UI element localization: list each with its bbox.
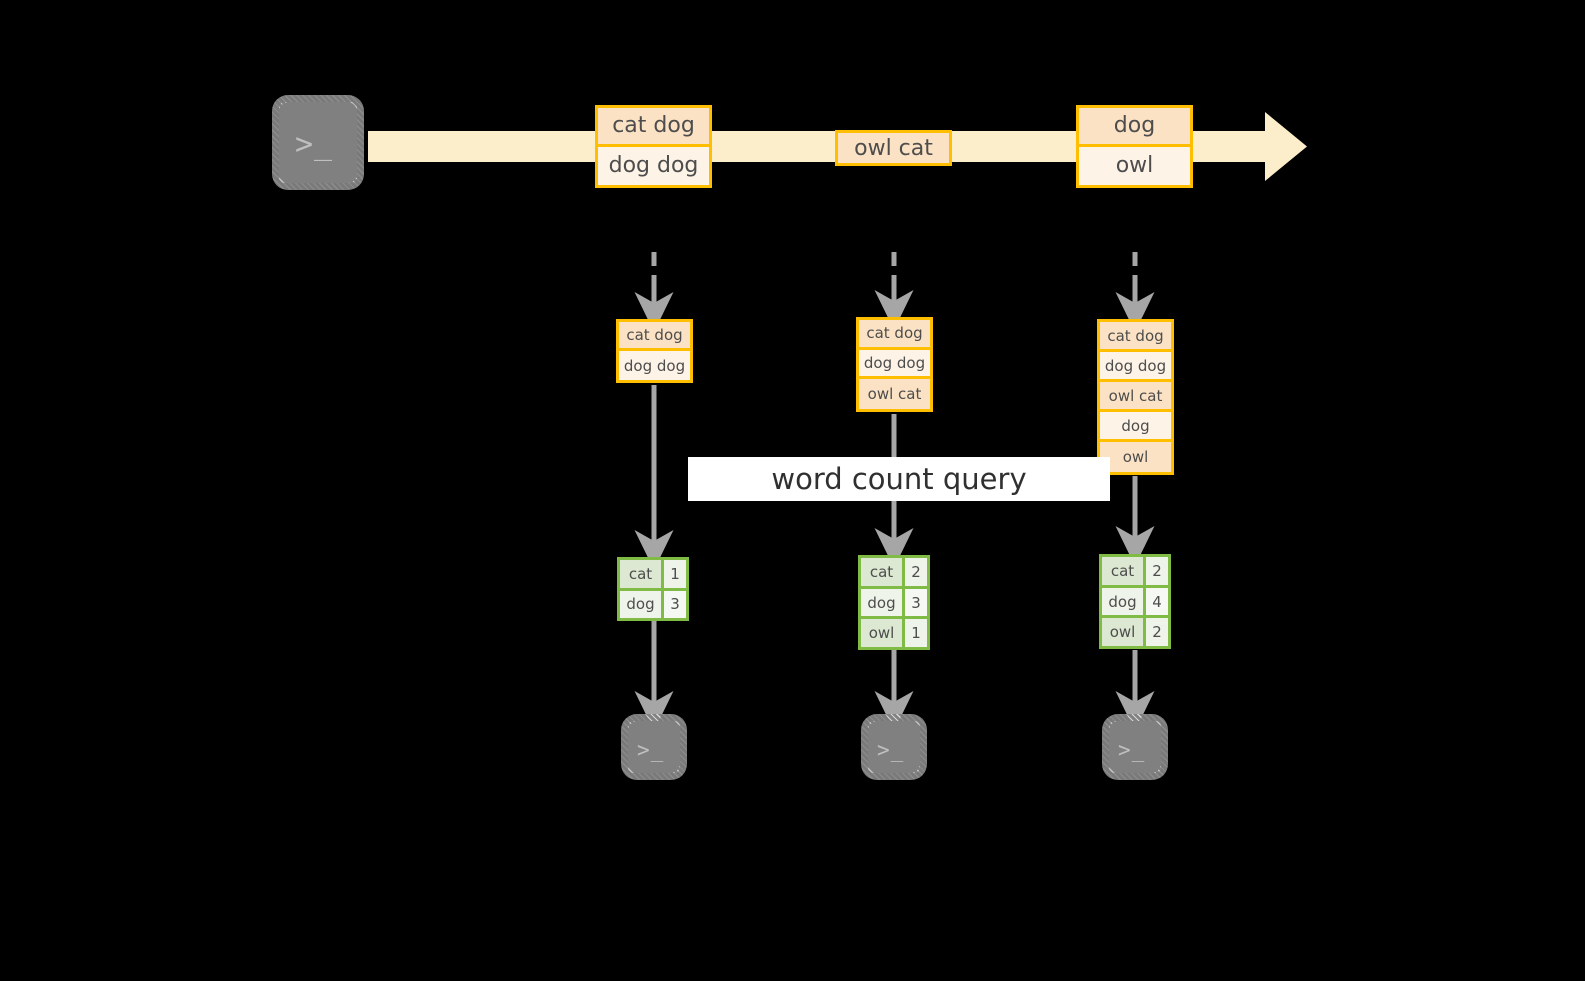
terminal-prompt-glyph: >_ — [1118, 738, 1146, 762]
column-3-sink-terminal-icon[interactable]: >_ — [1102, 714, 1168, 780]
stream-batch-2[interactable]: owl cat — [835, 130, 952, 166]
table-row: owl 2 — [1102, 618, 1168, 647]
table-row: dog 3 — [620, 590, 686, 618]
column-1-input-line-1: cat dog — [619, 322, 690, 351]
stream-batch-3[interactable]: dog owl — [1076, 105, 1193, 188]
stream-batch-3-line-1: dog — [1079, 108, 1190, 147]
column-2-result-count-1: 2 — [905, 558, 927, 586]
column-2-input-line-2: dog dog — [859, 349, 930, 380]
column-3-input-line-1: cat dog — [1100, 322, 1171, 352]
stream-batch-1[interactable]: cat dog dog dog — [595, 105, 712, 188]
column-3-input-box[interactable]: cat dog dog dog owl cat dog owl — [1097, 319, 1174, 475]
column-3-result-word-2: dog — [1102, 587, 1146, 616]
column-2-result-word-1: cat — [861, 558, 905, 586]
column-1-result-count-2: 3 — [664, 590, 686, 618]
column-1-result-count-1: 1 — [664, 560, 686, 588]
query-label-text: word count query — [771, 462, 1027, 496]
column-2-sink-terminal-icon[interactable]: >_ — [861, 714, 927, 780]
stream-batch-3-line-2: owl — [1079, 146, 1190, 185]
table-row: owl 1 — [861, 619, 927, 648]
terminal-prompt-glyph: >_ — [877, 738, 905, 762]
column-1-sink-terminal-icon[interactable]: >_ — [621, 714, 687, 780]
column-2-result-word-2: dog — [861, 588, 905, 617]
table-row: cat 2 — [861, 558, 927, 589]
column-2-result-count-2: 3 — [905, 588, 927, 617]
table-row: cat 2 — [1102, 557, 1168, 588]
column-1-result-word-1: cat — [620, 560, 664, 588]
source-terminal-icon[interactable]: >_ — [272, 95, 364, 190]
column-1-result-word-2: dog — [620, 590, 664, 618]
column-2-result-word-3: owl — [861, 619, 905, 648]
terminal-prompt-glyph: >_ — [295, 127, 334, 162]
table-row: cat 1 — [620, 560, 686, 591]
column-3-result-table[interactable]: cat 2 dog 4 owl 2 — [1099, 554, 1171, 649]
query-label-band: word count query — [688, 457, 1110, 501]
column-3-result-word-1: cat — [1102, 557, 1146, 585]
column-1-result-table[interactable]: cat 1 dog 3 — [617, 557, 689, 621]
column-3-input-line-2: dog dog — [1100, 352, 1171, 382]
column-3-result-count-3: 2 — [1146, 618, 1168, 647]
terminal-face — [279, 102, 357, 183]
column-3-result-word-3: owl — [1102, 618, 1146, 647]
stream-batch-1-line-1: cat dog — [598, 108, 709, 147]
column-3-input-line-3: owl cat — [1100, 382, 1171, 412]
column-2-input-line-3: owl cat — [859, 379, 930, 409]
column-2-input-box[interactable]: cat dog dog dog owl cat — [856, 317, 933, 412]
table-row: dog 4 — [1102, 587, 1168, 619]
terminal-prompt-glyph: >_ — [637, 738, 665, 762]
column-2-input-line-1: cat dog — [859, 320, 930, 350]
column-2-result-table[interactable]: cat 2 dog 3 owl 1 — [858, 555, 930, 650]
stream-batch-1-line-2: dog dog — [598, 146, 709, 185]
column-1-input-box[interactable]: cat dog dog dog — [616, 319, 693, 383]
column-2-result-count-3: 1 — [905, 619, 927, 648]
column-3-result-count-2: 4 — [1146, 587, 1168, 616]
column-1-input-line-2: dog dog — [619, 351, 690, 380]
column-3-input-line-5: owl — [1100, 442, 1171, 472]
column-3-result-count-1: 2 — [1146, 557, 1168, 585]
stream-batch-2-line-1: owl cat — [838, 133, 949, 163]
table-row: dog 3 — [861, 588, 927, 620]
column-3-input-line-4: dog — [1100, 412, 1171, 442]
